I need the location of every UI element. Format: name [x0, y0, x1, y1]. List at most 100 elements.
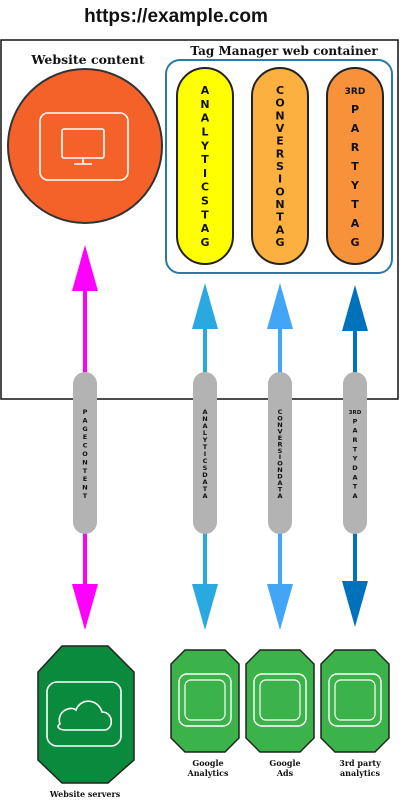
tag-pill-letter: Y [350, 179, 360, 192]
website-servers-shape [37, 645, 135, 784]
container-title: Tag Manager web container [190, 44, 378, 58]
connector-letter: O [277, 460, 283, 468]
connector-letter: N [202, 415, 207, 423]
page-url: https://example.com [84, 6, 268, 27]
server-frame [46, 681, 122, 747]
tag-pill-letter: T [276, 211, 284, 224]
connector-letter: N [82, 458, 87, 466]
connector-letter: R [352, 436, 357, 444]
connector-letter: T [353, 483, 358, 491]
arrow-down-head [267, 584, 293, 630]
tag-pill-letter: L [201, 125, 208, 138]
google-analytics-label: Google [192, 758, 223, 768]
tag-pill-letter: A [201, 84, 210, 97]
third-party-analytics-node [320, 649, 390, 753]
connector-letter: I [204, 450, 206, 458]
tag-pill-letter: A [201, 222, 210, 235]
connector-letter: V [277, 427, 282, 435]
tag-pill-letter: N [200, 98, 209, 111]
google-analytics-node [170, 649, 240, 753]
tag-pill-letter: S [276, 160, 284, 173]
connector-letter: P [353, 417, 358, 425]
tag-pill-letter: G [350, 236, 359, 249]
tag-pill-shape [326, 67, 384, 265]
tag-pill-letter: 3RD [345, 87, 366, 97]
tag-pill-letter: C [201, 181, 209, 194]
connector-letter: D [202, 471, 208, 479]
google-analytics-label: Analytics [186, 768, 229, 778]
third-party-analytics-shape [320, 649, 390, 753]
connector-pill [343, 372, 367, 534]
connector-letter: A [82, 416, 87, 424]
connector-letter: T [203, 485, 208, 493]
service-nodes [170, 649, 390, 753]
connector-letter: P [83, 408, 88, 416]
connector-letter: E [83, 475, 87, 483]
google-ads-node [245, 649, 315, 753]
connector-letter: T [278, 486, 283, 494]
google-ads-shape [245, 649, 315, 753]
connector-letter: A [202, 492, 207, 500]
monitor-icon [39, 112, 129, 181]
connectors: PAGECONTENTANALYTICSDATACONVERSIONDATA3R… [72, 245, 368, 630]
tag-pill-letter: N [275, 109, 284, 122]
arrow-up-head [192, 283, 218, 329]
endpoint-labels: Website serversGoogleAnalyticsGoogleAds3… [49, 758, 381, 799]
rounded-square-inner [334, 679, 376, 721]
connector-letter: A [352, 473, 357, 481]
connector-letter: A [202, 478, 207, 486]
connector-letter: T [353, 445, 358, 453]
connector-letter: Y [352, 455, 358, 463]
website-servers-node [37, 645, 135, 784]
tag-pill-letter: G [200, 236, 209, 249]
connector-letter: T [203, 443, 208, 451]
tag-pill-letter: T [351, 160, 359, 173]
third-party-analytics-label: 3rd party [339, 758, 381, 768]
tag-pill-letter: E [276, 135, 284, 148]
arrow-up-head [267, 283, 293, 329]
rounded-square-inner [259, 679, 301, 721]
tag-pill-letter: T [351, 198, 359, 211]
tag-pill-letter: T [201, 153, 209, 166]
connector-letter: T [83, 467, 88, 475]
connector-letter: N [277, 466, 282, 474]
connector-letter: C [203, 457, 208, 465]
tag-pill-shape [176, 67, 234, 265]
tag-pill-letter: P [351, 103, 359, 116]
connector-letter: R [277, 440, 282, 448]
tag-pill-letter: Y [200, 139, 210, 152]
connector-letter: A [352, 427, 357, 435]
arrow-up-head [72, 245, 98, 291]
connector-letter: O [277, 414, 283, 422]
tag-pill-letter: V [276, 122, 285, 135]
tag-pill-letter: G [275, 236, 284, 249]
connector-letter: A [202, 422, 207, 430]
connector-letter: O [82, 450, 88, 458]
tag-manager-container [165, 59, 393, 274]
tag-pill-letter: C [276, 84, 284, 97]
connector-letter: T [83, 492, 88, 500]
connector-pill [193, 372, 217, 534]
arrow-down-head [72, 584, 98, 630]
tag-pill-letter: A [351, 217, 360, 230]
connector-letter: C [83, 442, 88, 450]
website-servers-label: Website servers [49, 789, 121, 799]
connector-letter: E [83, 433, 87, 441]
connector-letter: S [203, 464, 208, 472]
rounded-square-icon [178, 673, 232, 727]
connector-letter: G [82, 425, 87, 433]
connector-pill [73, 372, 97, 534]
website-content-node [7, 68, 163, 224]
tag-pill-letter: A [276, 223, 285, 236]
connector-letter: A [202, 408, 207, 416]
tag-pill-letter: I [203, 167, 207, 180]
tag-pill-letter: R [276, 147, 285, 160]
connector-letter: A [352, 492, 357, 500]
